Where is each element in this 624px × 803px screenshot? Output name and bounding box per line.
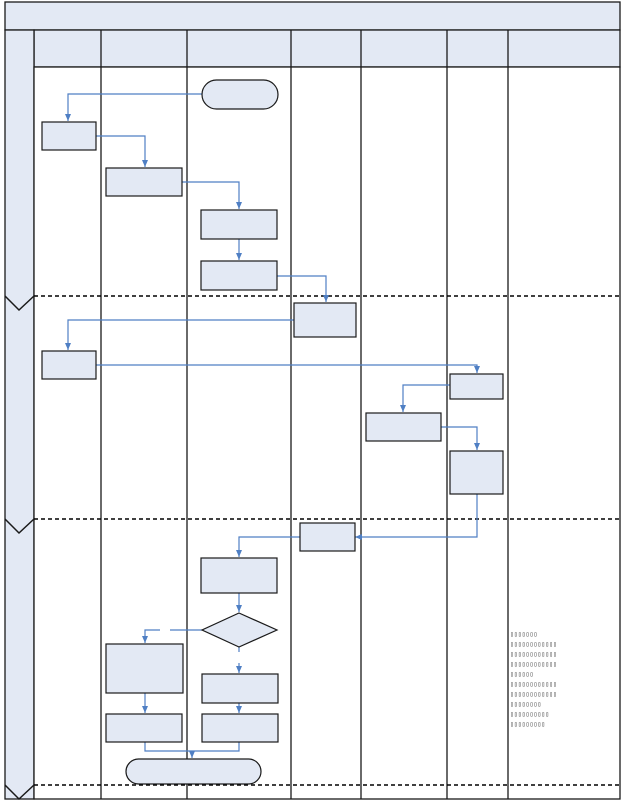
note-text-line: ▯▯▯▯▯▯▯▯▯▯▯▯ xyxy=(510,690,557,698)
note-text-line: ▯▯▯▯▯▯▯▯▯ xyxy=(510,720,545,728)
note-text-line: ▯▯▯▯▯▯▯ xyxy=(510,630,537,638)
process-box xyxy=(201,713,279,743)
diagram-title-band xyxy=(4,1,621,31)
decision-diamond xyxy=(200,612,279,648)
start-terminator xyxy=(201,79,279,110)
process-box xyxy=(200,209,278,240)
process-box xyxy=(41,350,97,380)
process-box xyxy=(201,673,279,704)
process-box xyxy=(200,260,278,291)
process-box xyxy=(293,302,357,338)
note-text-line: ▯▯▯▯▯▯▯▯▯▯ xyxy=(510,710,549,718)
connector xyxy=(400,384,450,412)
process-box xyxy=(105,643,184,694)
process-box xyxy=(449,450,504,495)
connector xyxy=(441,426,480,450)
process-box xyxy=(105,167,183,197)
end-terminator xyxy=(125,758,262,785)
connector xyxy=(236,536,300,557)
connector xyxy=(65,319,294,350)
phase-chevron xyxy=(4,295,35,312)
process-box xyxy=(449,373,504,400)
note-text-line: ▯▯▯▯▯▯▯▯▯▯▯▯ xyxy=(510,650,557,658)
connector xyxy=(182,181,242,209)
phase-chevron xyxy=(4,518,35,535)
nodes xyxy=(41,79,504,785)
process-box xyxy=(105,713,183,743)
connector xyxy=(65,93,202,121)
note-text-block: ▯▯▯▯▯▯▯▯▯▯▯▯▯▯▯▯▯▯▯▯▯▯▯▯▯▯▯▯▯▯▯▯▯▯▯▯▯▯▯▯… xyxy=(510,630,557,728)
note-text-line: ▯▯▯▯▯▯▯▯▯▯▯▯ xyxy=(510,660,557,668)
connectors xyxy=(65,93,480,758)
connector xyxy=(277,275,329,302)
connector xyxy=(96,364,480,373)
lane-separators xyxy=(100,30,509,799)
lane-header-row xyxy=(33,29,621,68)
note-text-line: ▯▯▯▯▯▯▯▯▯▯▯▯ xyxy=(510,640,557,648)
note-text-line: ▯▯▯▯▯▯ xyxy=(510,670,533,678)
connector xyxy=(142,629,160,643)
phase-chevrons xyxy=(4,295,35,801)
process-box xyxy=(41,121,97,151)
connector xyxy=(355,494,478,540)
process-box xyxy=(299,522,356,552)
phase-chevron xyxy=(4,784,35,801)
note-text-line: ▯▯▯▯▯▯▯▯ xyxy=(510,700,541,708)
connector xyxy=(96,135,148,167)
process-box xyxy=(365,412,442,442)
phase-column xyxy=(4,29,35,800)
process-box xyxy=(200,557,278,594)
note-text-line: ▯▯▯▯▯▯▯▯▯▯▯▯ xyxy=(510,680,557,688)
